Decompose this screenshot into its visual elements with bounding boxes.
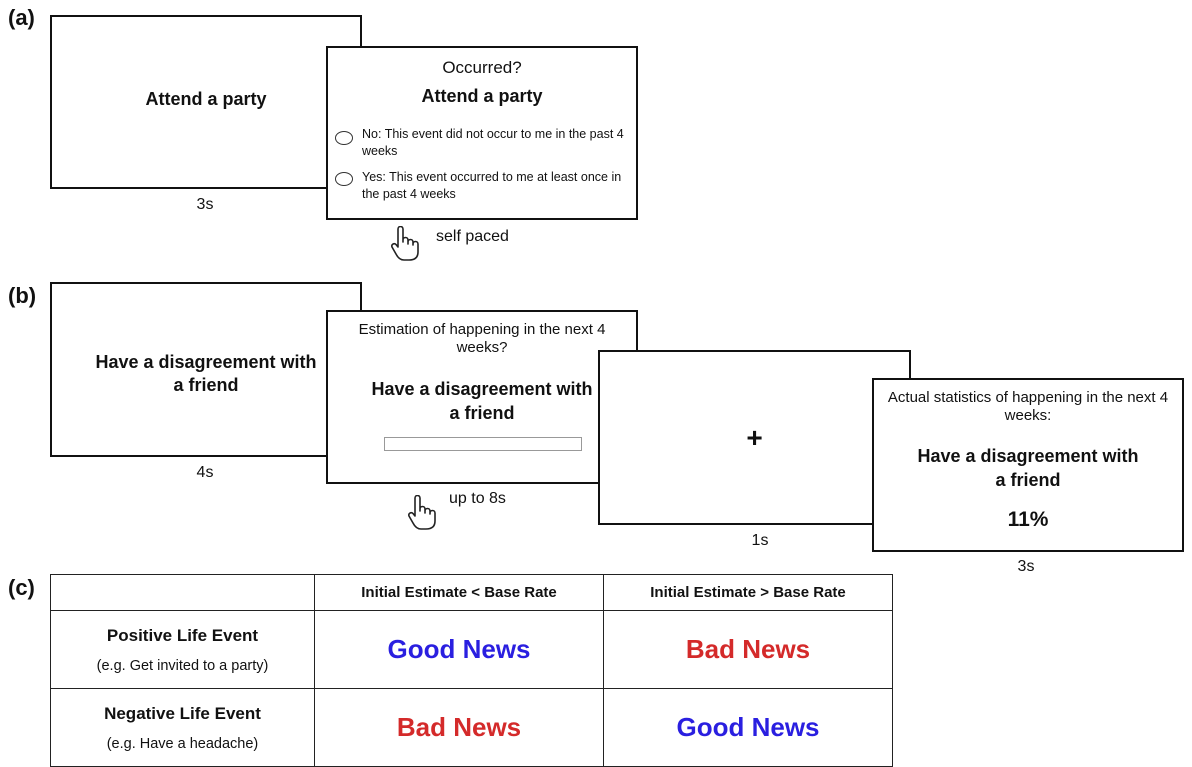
panel-b-fixation-screen: + — [598, 350, 911, 525]
panel-a-label: (a) — [8, 5, 35, 30]
panel-b-feedback-question: Actual statistics of happening in the ne… — [887, 389, 1169, 424]
panel-b-feedback-event: Have a disagreement with a friend — [917, 446, 1139, 490]
panel-b-estimate-duration: up to 8s — [449, 490, 506, 507]
row-title-positive: Positive Life Event — [106, 625, 259, 645]
fixation-cross: + — [746, 422, 763, 453]
hand-pointer-icon — [408, 495, 436, 530]
row-example-positive: (e.g. Get invited to a party) — [96, 657, 269, 674]
cell-positive-higher: Bad News — [603, 610, 893, 689]
option-no-label: No: This event did not occur to me in th… — [362, 127, 624, 158]
panel-a-event-text: Attend a party — [145, 89, 267, 109]
table-row-positive: Positive Life Event (e.g. Get invited to… — [50, 610, 893, 689]
col-header-lower: Initial Estimate < Base Rate — [314, 574, 604, 611]
panel-a-stimulus-duration: 3s — [196, 196, 214, 213]
hand-pointer-icon — [391, 226, 419, 261]
feedback-percentage: 11% — [1007, 508, 1049, 531]
radio-yes[interactable] — [335, 172, 353, 186]
col-header-higher: Initial Estimate > Base Rate — [603, 574, 893, 611]
radio-no[interactable] — [335, 131, 353, 145]
row-title-negative: Negative Life Event — [104, 703, 261, 723]
panel-a-event-title: Attend a party — [421, 86, 543, 106]
row-header-negative: Negative Life Event (e.g. Have a headach… — [50, 688, 315, 767]
panel-a-stimulus-screen: Attend a party — [50, 15, 362, 189]
table-row-negative: Negative Life Event (e.g. Have a headach… — [50, 688, 893, 767]
panel-a-response-duration: self paced — [436, 228, 509, 245]
cell-negative-higher: Good News — [603, 688, 893, 767]
option-yes-label: Yes: This event occurred to me at least … — [362, 170, 622, 201]
panel-a-question: Occurred? — [442, 58, 522, 77]
row-header-positive: Positive Life Event (e.g. Get invited to… — [50, 610, 315, 689]
panel-b-label: (b) — [8, 283, 37, 308]
panel-b-stimulus-duration: 4s — [196, 464, 214, 481]
panel-b-feedback-screen: Actual statistics of happening in the ne… — [872, 378, 1184, 552]
estimate-input-box[interactable] — [384, 437, 582, 451]
panel-b-event-text: Have a disagreement with a friend — [95, 352, 317, 395]
row-example-negative: (e.g. Have a headache) — [106, 735, 259, 752]
panel-b-stimulus-screen: Have a disagreement with a friend — [50, 282, 362, 457]
panel-b-feedback-duration: 3s — [1017, 558, 1035, 575]
panel-c-label: (c) — [8, 575, 35, 600]
cell-positive-lower: Good News — [314, 610, 604, 689]
cell-negative-lower: Bad News — [314, 688, 604, 767]
table-corner-cell — [50, 574, 315, 611]
table-header-row: Initial Estimate < Base Rate Initial Est… — [50, 574, 893, 611]
panel-b-estimate-event: Have a disagreement with a friend — [371, 379, 593, 423]
panel-b-fixation-duration: 1s — [751, 532, 769, 549]
news-classification-table: Initial Estimate < Base Rate Initial Est… — [50, 574, 893, 767]
panel-b-estimate-screen: Estimation of happening in the next 4 we… — [326, 310, 638, 484]
panel-b-estimate-question: Estimation of happening in the next 4 we… — [358, 321, 606, 356]
panel-a-response-screen: Occurred? Attend a party No: This event … — [326, 46, 638, 220]
